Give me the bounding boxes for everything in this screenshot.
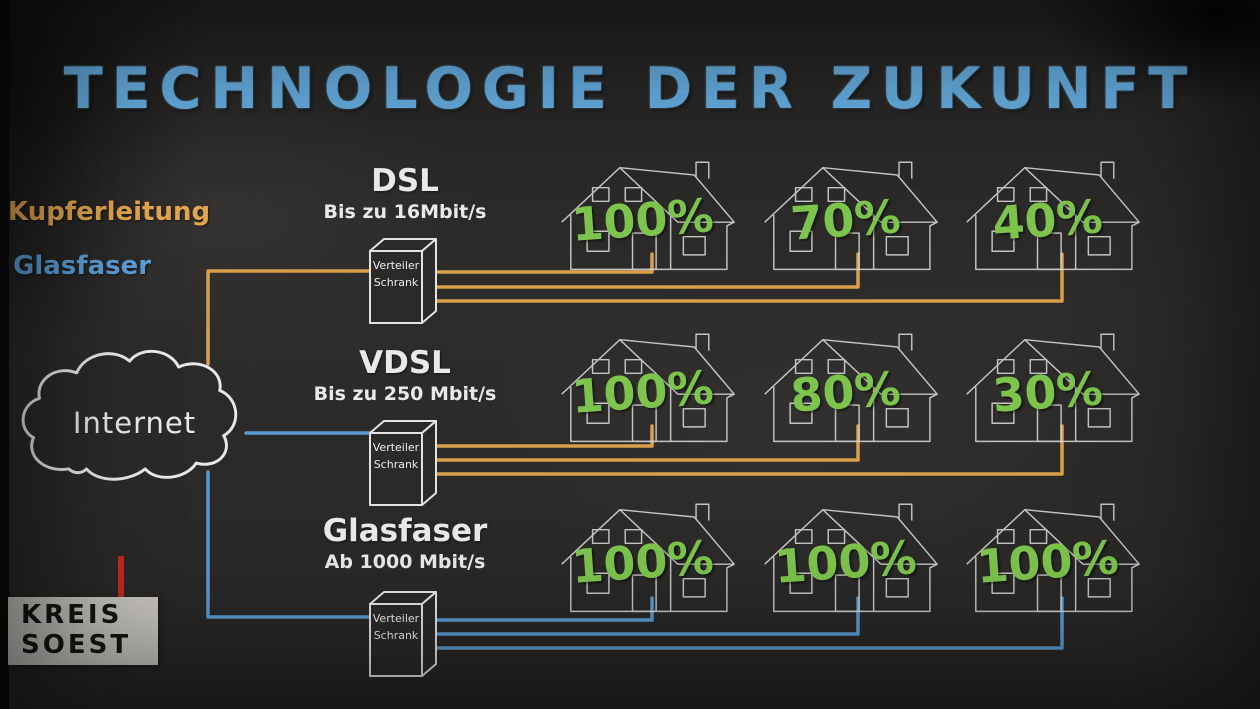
- dsl-distribution-cabinet: Verteiler Schrank: [360, 233, 444, 329]
- glasfaser-house-2: 100%: [748, 497, 943, 615]
- dsl-title: DSL: [371, 163, 439, 199]
- dsl-house-1: 100%: [545, 155, 740, 273]
- cloud-icon: [21, 349, 238, 481]
- cabinet-label: Verteiler Schrank: [368, 610, 424, 644]
- cabinet-label-line1: Verteiler: [372, 259, 420, 272]
- vdsl-house-2: 80%: [748, 327, 943, 445]
- glasfaser-title: Glasfaser: [322, 513, 488, 549]
- cabinet-label-line1: Verteiler: [372, 441, 420, 454]
- cabinet-label-line1: Verteiler: [372, 612, 420, 625]
- dsl-speed: Bis zu 16Mbit/s: [323, 201, 487, 223]
- board-edge: [0, 0, 9, 709]
- cabinet-label-line2: Schrank: [373, 458, 419, 472]
- cabinet-label-line2: Schrank: [373, 629, 419, 643]
- glasfaser-house-3: 100%: [950, 497, 1145, 615]
- cabinet-label: Verteiler Schrank: [368, 257, 424, 291]
- vdsl-house-1: 100%: [545, 327, 740, 445]
- dsl-house-2: 70%: [748, 155, 943, 273]
- vdsl-house-3: 30%: [950, 327, 1145, 445]
- internet-cloud: Internet: [12, 342, 257, 492]
- internet-label: Internet: [72, 406, 197, 440]
- glasfaser-speed: Ab 1000 Mbit/s: [324, 551, 486, 573]
- vdsl-title: VDSL: [359, 345, 451, 381]
- glasfaser-distribution-cabinet: Verteiler Schrank: [360, 586, 444, 682]
- logo-red-mark: [118, 556, 124, 614]
- vdsl-distribution-cabinet: Verteiler Schrank: [360, 415, 444, 511]
- logo-line-soest: SOEST: [21, 630, 132, 661]
- kreis-soest-logo: KREIS SOEST: [8, 597, 158, 665]
- legend-glasfaser: Glasfaser: [13, 251, 152, 281]
- legend-kupferleitung: Kupferleitung: [8, 197, 211, 227]
- cabinet-label: Verteiler Schrank: [368, 439, 424, 473]
- page-title: TECHNOLOGIE DER ZUKUNFT: [63, 56, 1197, 122]
- dsl-house-3: 40%: [950, 155, 1145, 273]
- vdsl-speed: Bis zu 250 Mbit/s: [313, 383, 497, 405]
- glasfaser-house-1: 100%: [545, 497, 740, 615]
- logo-line-kreis: KREIS: [21, 600, 123, 630]
- cabinet-label-line2: Schrank: [373, 276, 419, 290]
